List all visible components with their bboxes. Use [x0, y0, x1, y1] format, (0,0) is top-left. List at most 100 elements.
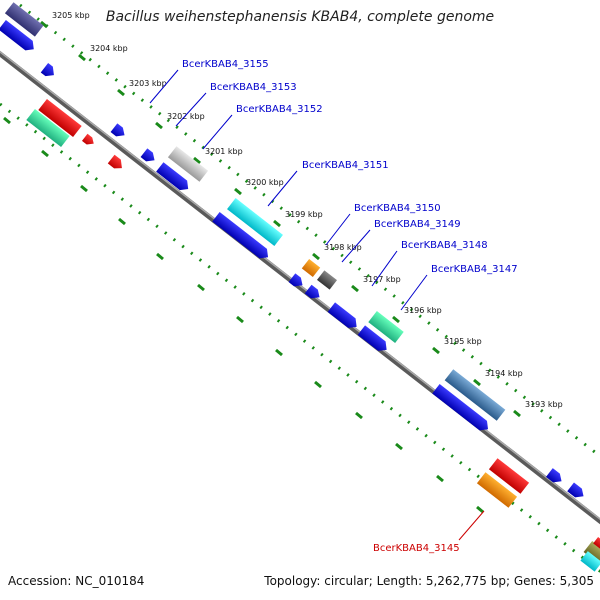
inner-track-tick [395, 442, 403, 451]
length-value: 5,262,775 bp [425, 574, 506, 588]
scale-tick-label: 3201 kbp [205, 147, 243, 156]
scale-tick-label: 3205 kbp [52, 11, 90, 20]
separator: ; [368, 574, 373, 588]
scale-tick [155, 121, 163, 130]
gene-leader-line [400, 274, 428, 311]
inner-track-tick [275, 348, 283, 357]
scale-tick-label: 3200 kbp [246, 178, 284, 187]
topology-info: Topology: circular; Length: 5,262,775 bp… [264, 574, 594, 588]
scale-tick-label: 3195 kbp [444, 337, 482, 346]
gene-block[interactable] [488, 458, 530, 494]
gene-arrow[interactable] [107, 154, 126, 172]
gene-label[interactable]: BcerKBAB4_3151 [302, 160, 389, 171]
inner-track-tick [314, 380, 322, 389]
gene-arrow[interactable] [357, 325, 391, 354]
scale-tick [273, 219, 281, 228]
inner-track-tick [236, 315, 244, 324]
accession-value: NC_010184 [75, 574, 145, 588]
gene-leader-line [371, 250, 398, 287]
gene-arrow[interactable] [432, 383, 491, 434]
gene-arrow[interactable] [0, 19, 37, 54]
gene-leader-line [175, 92, 207, 127]
scale-tick-label: 3203 kbp [129, 79, 167, 88]
scale-tick-label: 3196 kbp [404, 306, 442, 315]
gene-leader-line [325, 213, 351, 246]
scale-tick [117, 88, 125, 97]
gene-block[interactable] [26, 108, 70, 148]
genes-value: 5,305 [559, 574, 594, 588]
gene-block[interactable] [167, 146, 209, 182]
inner-track-tick [3, 116, 11, 125]
gene-block[interactable] [4, 2, 44, 37]
gene-label[interactable]: BcerKBAB4_3145 [373, 543, 460, 554]
gene-leader-line [202, 114, 233, 150]
gene-arrow[interactable] [212, 211, 271, 262]
scale-tick-label: 3194 kbp [485, 369, 523, 378]
map-title: Bacillus weihenstephanensis KBAB4, compl… [105, 9, 495, 25]
length-label: Length: [376, 574, 423, 588]
separator: ; [505, 574, 511, 588]
genome-backbone [0, 50, 600, 525]
gene-block[interactable] [593, 537, 600, 549]
gene-arrow[interactable] [110, 123, 128, 140]
scale-tick [432, 346, 440, 355]
scale-tick [473, 378, 481, 387]
scale-tick-label: 3204 kbp [90, 44, 128, 53]
gene-label[interactable]: BcerKBAB4_3152 [236, 104, 323, 115]
gene-arrow[interactable] [288, 273, 306, 290]
scale-tick [513, 409, 521, 418]
inner-track-tick [156, 252, 164, 261]
gene-block[interactable] [368, 311, 404, 343]
scale-tick [40, 20, 48, 29]
gene-block[interactable] [301, 258, 321, 278]
gene-block[interactable] [38, 98, 82, 138]
gene-block[interactable] [444, 369, 506, 421]
gene-block[interactable] [317, 270, 337, 290]
inner-track-tick [355, 411, 363, 420]
gene-arrow[interactable] [327, 302, 361, 331]
gene-arrow[interactable] [40, 62, 58, 80]
gene-arrow[interactable] [81, 133, 96, 148]
gene-block[interactable] [580, 551, 600, 572]
genes-label: Genes: [513, 574, 556, 588]
scale-tick-label: 3197 kbp [363, 275, 401, 284]
gene-label[interactable]: BcerKBAB4_3147 [431, 264, 518, 275]
gene-arrow[interactable] [140, 148, 158, 165]
topology-value: circular [324, 574, 369, 588]
scale-tick-label: 3198 kbp [324, 243, 362, 252]
scale-tick [392, 315, 400, 324]
scale-tick [193, 156, 201, 165]
inner-track-tick [41, 149, 49, 158]
topology-label: Topology: [264, 574, 321, 588]
inner-track-tick [118, 217, 126, 226]
gene-leader-line [341, 229, 371, 263]
inner-track-tick [476, 505, 484, 514]
inner-track-tick [80, 184, 88, 193]
gene-block[interactable] [583, 540, 600, 564]
gene-arrow[interactable] [304, 284, 323, 302]
scale-tick [234, 187, 242, 196]
scale-tick-label: 3193 kbp [525, 400, 563, 409]
gene-block[interactable] [476, 472, 518, 508]
gene-label[interactable]: BcerKBAB4_3153 [210, 82, 297, 93]
gene-block[interactable] [227, 198, 283, 246]
gene-leader-line [267, 170, 298, 207]
gene-leader-line [458, 510, 485, 541]
gene-arrow[interactable] [567, 482, 586, 502]
scale-tick [78, 53, 86, 62]
gene-leader-line [149, 69, 179, 104]
inner-track-tick [436, 474, 444, 483]
scale-tick [351, 284, 359, 293]
gene-arrow[interactable] [546, 468, 565, 486]
gene-arrow[interactable] [156, 162, 192, 194]
gene-label[interactable]: BcerKBAB4_3155 [182, 59, 269, 70]
gene-label[interactable]: BcerKBAB4_3149 [374, 219, 461, 230]
gene-label[interactable]: BcerKBAB4_3148 [401, 240, 488, 251]
gene-label[interactable]: BcerKBAB4_3150 [354, 203, 441, 214]
scale-tick-label: 3202 kbp [167, 112, 205, 121]
scale-tick-label: 3199 kbp [285, 210, 323, 219]
scale-tick [312, 252, 320, 261]
inner-track-tick [197, 283, 205, 292]
accession-label: Accession: [8, 574, 72, 588]
